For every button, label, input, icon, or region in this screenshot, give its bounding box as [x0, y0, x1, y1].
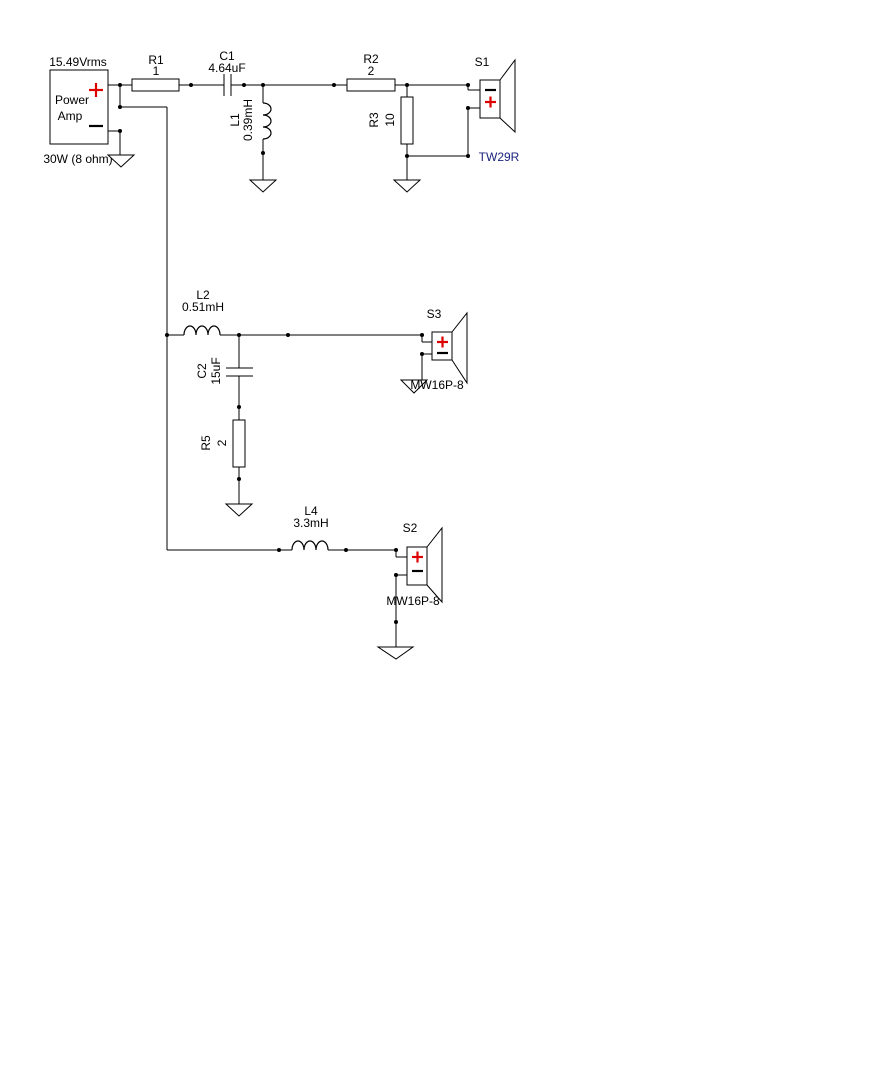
capacitor-c2[interactable]: C2 15uF [195, 357, 253, 385]
speaker-s3[interactable]: S3 [427, 307, 468, 385]
s1-model: TW29R [479, 150, 520, 164]
c1-value: 4.64uF [208, 61, 245, 75]
r3-value: 10 [383, 113, 397, 127]
amp-rating-label: 30W (8 ohm) [43, 152, 112, 166]
r2-ref: R2 [363, 52, 379, 66]
l1-ref: L1 [228, 113, 242, 127]
s3-ref: S3 [427, 307, 442, 321]
resistor-r3[interactable]: R3 10 [367, 96, 414, 145]
r5-value: 2 [215, 439, 229, 446]
power-amp-box[interactable] [49, 69, 109, 145]
l1-value: 0.39mH [241, 99, 255, 141]
inductor-l4[interactable]: L4 3.3mH [291, 504, 329, 551]
inductor-l2[interactable]: L2 0.51mH [182, 288, 224, 336]
speaker-icon [479, 58, 516, 134]
power-amp[interactable]: 15.49Vrms Power Amp 30W (8 ohm) [43, 55, 112, 166]
r2-value: 2 [368, 64, 375, 78]
s2-model: MW16P-8 [386, 594, 440, 608]
resistor-r5[interactable]: R5 2 [199, 419, 246, 468]
amp-wiring [108, 83, 167, 155]
r3-ref: R3 [367, 112, 381, 128]
capacitor-c1[interactable]: C1 4.64uF [208, 49, 246, 96]
amp-voltage-label: 15.49Vrms [49, 55, 107, 69]
speaker-icon [431, 311, 468, 385]
r5-ref: R5 [199, 435, 213, 451]
ground-icon [399, 379, 429, 394]
ground-icon [392, 179, 422, 193]
l4-value: 3.3mH [293, 516, 328, 530]
ground-icon [376, 646, 415, 660]
r1-value: 1 [153, 64, 160, 78]
c1-ref: C1 [219, 49, 235, 63]
s1-ref: S1 [475, 55, 490, 69]
l2-value: 0.51mH [182, 300, 224, 314]
resistor-r2[interactable]: R2 2 [346, 52, 396, 92]
speaker-s2[interactable]: S2 MW16P-8 [386, 521, 443, 608]
l2-ref: L2 [196, 288, 210, 302]
s1-plus-icon [485, 96, 496, 108]
s3-model: MW16P-8 [410, 378, 464, 392]
c2-value: 15uF [209, 357, 223, 384]
s2-plus-icon [412, 551, 423, 563]
amp-plus-icon [89, 83, 103, 97]
amp-label-line2: Amp [58, 109, 83, 123]
l4-ref: L4 [304, 504, 318, 518]
speaker-icon [406, 526, 443, 604]
amp-label-line1: Power [55, 93, 89, 107]
r1-ref: R1 [148, 53, 164, 67]
ground-icon [248, 179, 278, 193]
ground-icon [224, 503, 254, 517]
c2-ref: C2 [195, 363, 209, 379]
s2-ref: S2 [403, 521, 418, 535]
speaker-s1[interactable]: S1 TW29R [475, 55, 520, 164]
ground-icon [106, 154, 136, 168]
resistor-r1[interactable]: R1 1 [131, 53, 180, 92]
s3-plus-icon [437, 336, 448, 348]
inductor-l1[interactable]: L1 0.39mH [228, 99, 272, 141]
